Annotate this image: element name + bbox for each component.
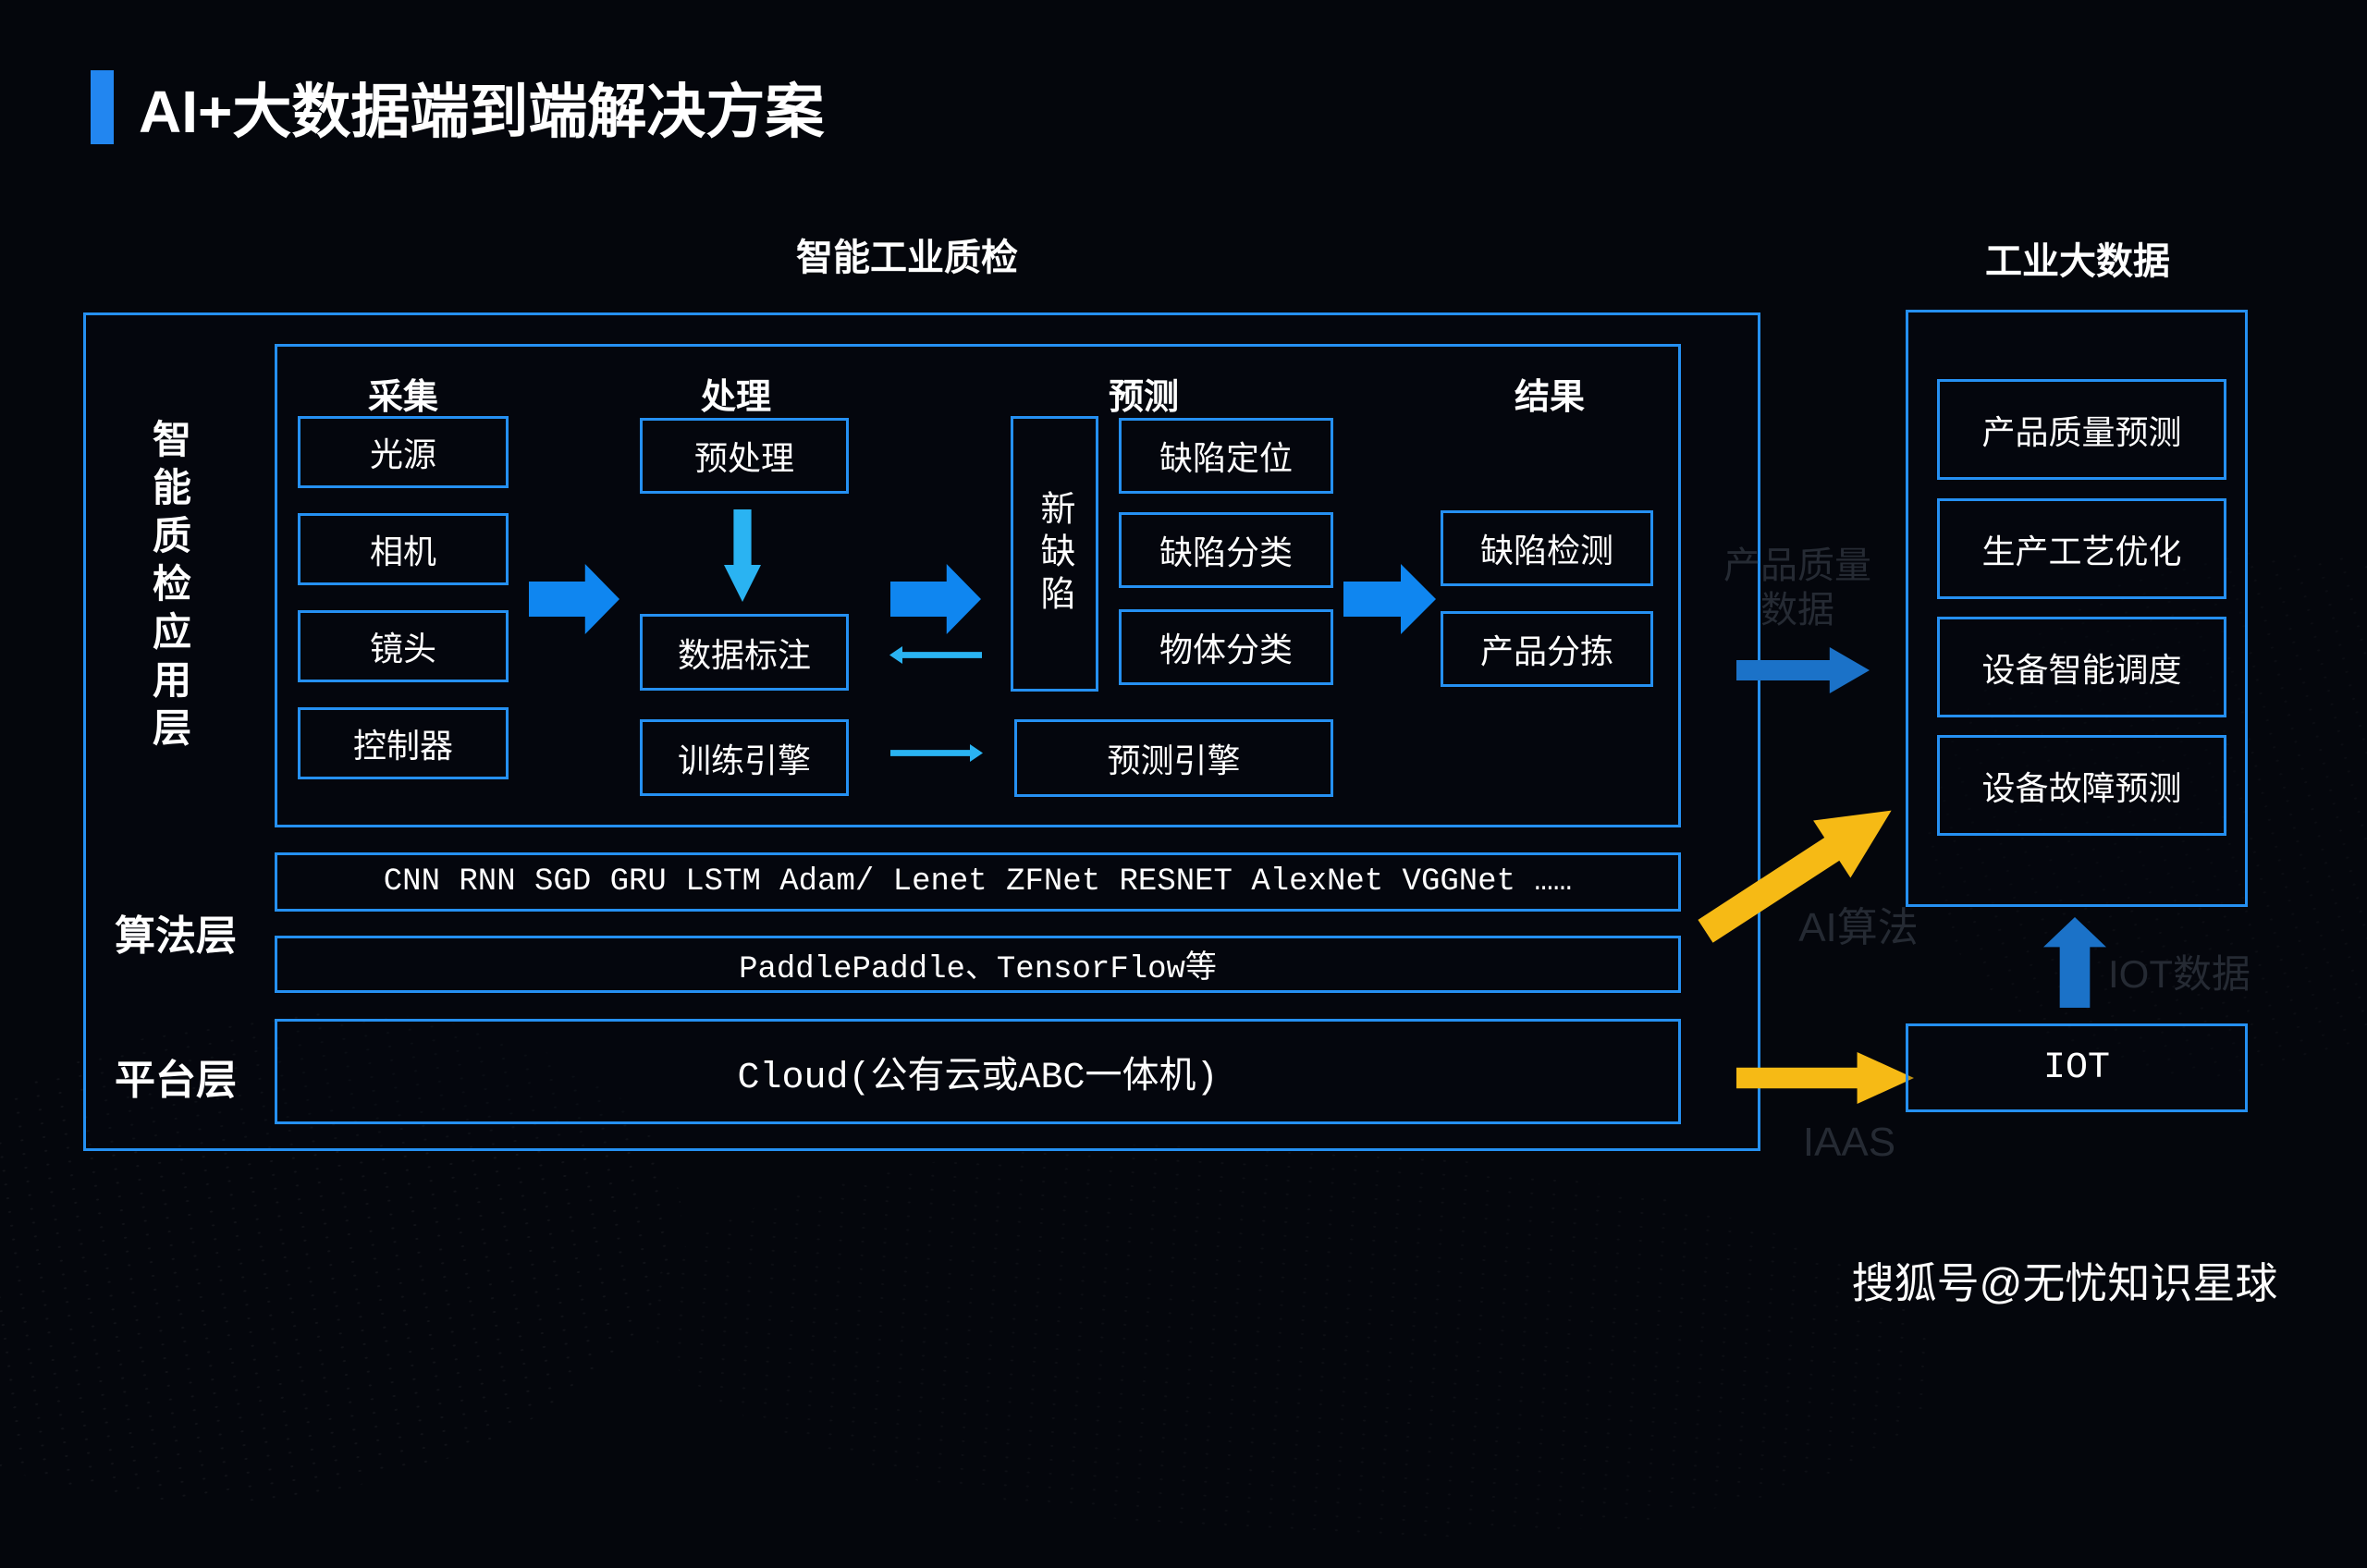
page-title: AI+大数据端到端解决方案 bbox=[139, 79, 825, 145]
quality-data-flow-label-line1: 产品质量 bbox=[1723, 545, 1871, 586]
watermark: 搜狐号@无忧知识星球 bbox=[1851, 1259, 2278, 1307]
node-data-labeling: 数据标注 bbox=[640, 614, 849, 691]
node-process-optimization: 生产工艺优化 bbox=[1937, 498, 2226, 599]
ai-algorithm-flow-label: AI算法 bbox=[1798, 905, 1919, 950]
node-device-smart-scheduling: 设备智能调度 bbox=[1937, 617, 2226, 717]
solution-outer-box bbox=[83, 312, 1760, 1151]
column-header-predict: 预测 bbox=[1108, 378, 1179, 417]
node-defect-location: 缺陷定位 bbox=[1119, 418, 1333, 494]
node-device-fault-predict: 设备故障预测 bbox=[1937, 735, 2226, 836]
node-lens: 镜头 bbox=[298, 610, 509, 682]
platform-layer-label: 平台层 bbox=[115, 1058, 237, 1103]
title-accent-bar bbox=[91, 70, 114, 144]
arrow-iot-to-bigdata-icon bbox=[2043, 917, 2106, 1008]
node-controller: 控制器 bbox=[298, 707, 509, 779]
node-product-quality-predict: 产品质量预测 bbox=[1937, 379, 2226, 480]
section-header-industrial-bigdata: 工业大数据 bbox=[1985, 241, 2170, 282]
node-defect-classify: 缺陷分类 bbox=[1119, 512, 1333, 588]
app-layer-label: 智能质检应用层 bbox=[147, 419, 191, 755]
node-light-source: 光源 bbox=[298, 416, 509, 488]
node-new-defect: 新缺陷 bbox=[1011, 416, 1098, 692]
bigdata-panel bbox=[1906, 310, 2248, 907]
algorithm-models-row: CNN RNN SGD GRU LSTM Adam/ Lenet ZFNet R… bbox=[275, 852, 1681, 912]
quality-data-flow-label: 产品质量 数据 bbox=[1696, 544, 1899, 632]
algorithm-layer-label: 算法层 bbox=[115, 913, 237, 959]
algorithm-frameworks-row: PaddlePaddle、TensorFlow等 bbox=[275, 936, 1681, 993]
node-predict-engine: 预测引擎 bbox=[1014, 719, 1333, 797]
iot-data-flow-label: IOT数据 bbox=[2108, 952, 2250, 996]
node-object-classify: 物体分类 bbox=[1119, 609, 1333, 685]
slide-canvas: { "page": { "title": "AI+大数据端到端解决方案", "w… bbox=[0, 70, 2367, 1568]
node-camera: 相机 bbox=[298, 513, 509, 585]
node-product-sorting: 产品分拣 bbox=[1441, 611, 1653, 687]
node-training-engine: 训练引擎 bbox=[640, 719, 849, 796]
arrow-platform-to-iot-icon bbox=[1736, 1052, 1914, 1104]
column-header-result: 结果 bbox=[1514, 378, 1585, 417]
node-preprocess: 预处理 bbox=[640, 418, 849, 494]
quality-data-flow-label-line2: 数据 bbox=[1760, 590, 1834, 631]
node-defect-detection: 缺陷检测 bbox=[1441, 510, 1653, 586]
platform-cloud-row: Cloud(公有云或ABC一体机) bbox=[275, 1019, 1681, 1124]
section-header-quality-inspection: 智能工业质检 bbox=[796, 238, 1018, 278]
background-dots-center bbox=[637, 1112, 1952, 1568]
node-iot: IOT bbox=[1906, 1023, 2248, 1112]
column-header-process: 处理 bbox=[700, 378, 771, 417]
iaas-flow-label: IAAS bbox=[1802, 1120, 1896, 1165]
column-header-collect: 采集 bbox=[367, 378, 438, 417]
